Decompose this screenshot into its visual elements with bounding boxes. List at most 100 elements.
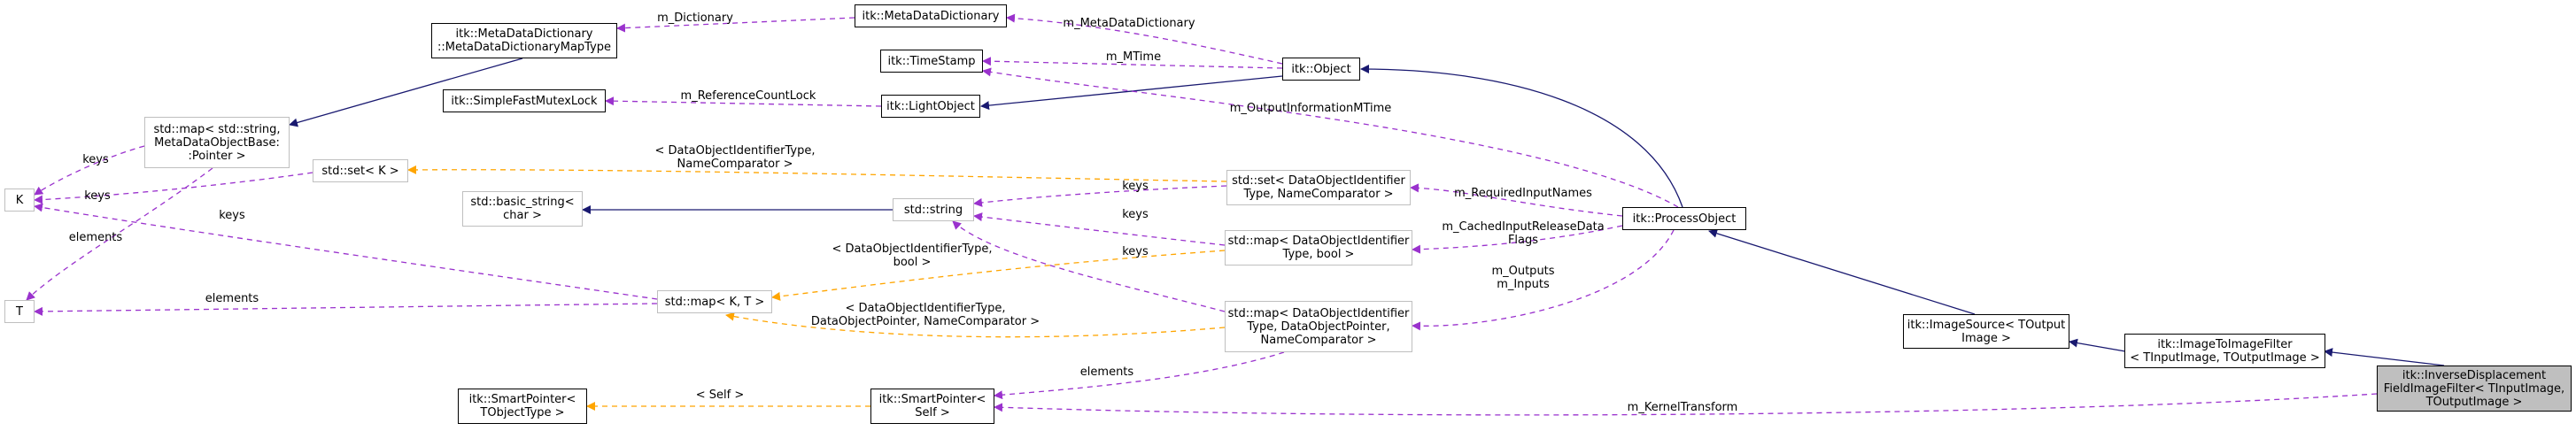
node-std-set-k[interactable]: std::set< K > bbox=[313, 159, 408, 182]
node-label-line: std::basic_string< bbox=[470, 196, 575, 209]
node-process-object[interactable]: itk::ProcessObject bbox=[1622, 207, 1746, 230]
node-label-line: std::string bbox=[903, 203, 963, 217]
edge-inherit-imagetoimage-to-imagesource bbox=[2069, 338, 2126, 352]
node-label-line: itk::ImageSource< TOutput bbox=[1907, 318, 2066, 332]
node-label-line: itk::SimpleFastMutexLock bbox=[451, 94, 598, 108]
node-label-line: std::map< K, T > bbox=[664, 295, 765, 309]
node-label-line: Type, bool > bbox=[1282, 248, 1355, 261]
node-label-line: :Pointer > bbox=[188, 149, 246, 163]
node-label-line: ::MetaDataDictionaryMapType bbox=[437, 41, 612, 54]
edge-use-mapkt-keys-to-k bbox=[34, 203, 658, 300]
node-label-line: itk::SmartPointer< bbox=[878, 393, 986, 406]
edge-label: < Self > bbox=[696, 389, 745, 402]
edge-label: m_KernelTransform bbox=[1628, 401, 1738, 414]
edge-label: keys bbox=[219, 209, 245, 222]
node-label-line: Type, DataObjectPointer, bbox=[1247, 319, 1390, 334]
edge-label: keys bbox=[1122, 245, 1149, 258]
node-label-line: itk::ProcessObject bbox=[1632, 212, 1737, 226]
node-image-to-image-filter[interactable]: itk::ImageToImageFilter< TInputImage, TO… bbox=[2124, 334, 2325, 368]
edge-use-mapptr-keys-to-string bbox=[952, 220, 1226, 312]
edge-use-mapptr-elements-to-smartptr bbox=[994, 351, 1285, 400]
edge-inherit-object-to-lightobject bbox=[980, 75, 1283, 111]
node-label-line: itk::InverseDisplacement bbox=[2402, 368, 2547, 382]
edge-use-kerneltransform bbox=[994, 393, 2378, 416]
node-label-line: < TInputImage, TOutputImage > bbox=[2130, 350, 2320, 365]
edge-use-dictionary bbox=[616, 17, 855, 33]
edge-use-cachedinputreleasedata bbox=[1412, 225, 1623, 254]
node-t[interactable]: T bbox=[4, 300, 35, 323]
edge-label: < DataObjectIdentifierType, bbox=[846, 302, 1006, 315]
node-label-line: MetaDataObjectBase: bbox=[154, 135, 280, 150]
edge-label: Flags bbox=[1508, 234, 1538, 247]
node-metadata-dictionary-map-type[interactable]: itk::MetaDataDictionary::MetaDataDiction… bbox=[431, 23, 617, 58]
edge-use-mtime bbox=[982, 57, 1283, 69]
edge-use-mapkt-elements-to-t bbox=[34, 303, 658, 316]
edge-label: elements bbox=[69, 231, 123, 244]
node-object[interactable]: itk::Object bbox=[1282, 58, 1360, 81]
edge-label: m_Outputs bbox=[1491, 265, 1554, 278]
node-label-line: std::map< DataObjectIdentifier bbox=[1227, 306, 1410, 320]
edge-inherit-inverse-to-imagetoimage bbox=[2324, 348, 2445, 366]
edge-inherit-imagesource-to-processobject bbox=[1708, 228, 1976, 315]
edge-label: DataObjectPointer, NameComparator > bbox=[811, 315, 1040, 328]
node-label-line: itk::LightObject bbox=[886, 99, 975, 113]
node-label-line: Image > bbox=[1961, 331, 2011, 345]
node-label-line: itk::ImageToImageFilter bbox=[2157, 337, 2293, 351]
edge-label: NameComparator > bbox=[677, 158, 793, 171]
node-std-basic-string[interactable]: std::basic_string< char > bbox=[462, 191, 583, 227]
edge-label: m_MetaDataDictionary bbox=[1063, 17, 1195, 30]
edge-label: m_Inputs bbox=[1497, 278, 1550, 291]
edge-label: m_OutputInformationMTime bbox=[1230, 102, 1392, 115]
edge-label: m_MTime bbox=[1106, 50, 1161, 64]
edge-label: keys bbox=[1122, 208, 1149, 221]
node-label-line: itk::SmartPointer< bbox=[468, 393, 576, 406]
node-std-map-k-t[interactable]: std::map< K, T > bbox=[657, 290, 772, 313]
node-smart-pointer-self[interactable]: itk::SmartPointer< Self > bbox=[870, 389, 994, 424]
node-light-object[interactable]: itk::LightObject bbox=[881, 95, 980, 118]
edge-label: m_ReferenceCountLock bbox=[681, 89, 816, 103]
edge-inherit-processobject-to-object bbox=[1360, 65, 1683, 208]
edge-inherit-maptype-to-stdmap bbox=[289, 58, 523, 127]
edge-use-mapbool-keys-to-string bbox=[973, 212, 1226, 246]
edge-label: m_CachedInputReleaseData bbox=[1442, 220, 1604, 234]
node-label-line: T bbox=[16, 304, 23, 319]
node-smart-pointer-tobjecttype[interactable]: itk::SmartPointer< TObjectType > bbox=[458, 389, 587, 424]
node-std-map-string-metadata[interactable]: std::map< std::string, MetaDataObjectBas… bbox=[144, 117, 290, 168]
edge-use-set-keys-to-k bbox=[34, 172, 313, 204]
edge-label: bool > bbox=[893, 256, 932, 269]
node-time-stamp[interactable]: itk::TimeStamp bbox=[880, 50, 983, 73]
edge-label: < DataObjectIdentifierType, bbox=[655, 144, 816, 158]
node-label-line: TObjectType > bbox=[480, 406, 565, 419]
node-label-line: Self > bbox=[915, 406, 950, 419]
node-metadata-dictionary[interactable]: itk::MetaDataDictionary bbox=[855, 4, 1007, 27]
node-label-line: std::set< K > bbox=[321, 164, 399, 178]
edge-label: keys bbox=[82, 153, 109, 166]
edge-label: elements bbox=[205, 292, 259, 305]
node-label-line: itk::MetaDataDictionary bbox=[455, 27, 593, 41]
node-label-line: itk::MetaDataDictionary bbox=[862, 9, 1000, 23]
node-label-line: std::map< DataObjectIdentifier bbox=[1227, 235, 1410, 248]
edge-tpl-setdo-to-setk bbox=[407, 165, 1227, 182]
edge-label: elements bbox=[1080, 366, 1134, 379]
node-label-line: Type, NameComparator > bbox=[1243, 188, 1394, 201]
edge-use-outputinformationmtime bbox=[982, 67, 1679, 208]
edge-label: m_RequiredInputNames bbox=[1454, 187, 1592, 200]
node-label-line: FieldImageFilter< TInputImage, bbox=[2383, 381, 2565, 396]
edge-label: keys bbox=[1122, 180, 1149, 193]
node-k[interactable]: K bbox=[4, 189, 35, 212]
node-std-string[interactable]: std::string bbox=[893, 198, 974, 221]
node-simple-fast-mutex-lock[interactable]: itk::SimpleFastMutexLock bbox=[443, 89, 606, 112]
node-label-line: char > bbox=[503, 209, 542, 222]
node-label-line: std::map< std::string, bbox=[153, 122, 281, 136]
node-label-line: std::set< DataObjectIdentifier bbox=[1232, 174, 1405, 188]
edge-label: keys bbox=[84, 189, 111, 203]
edge-tpl-mapbool-to-mapkt bbox=[771, 250, 1226, 301]
edge-use-referencecountlock bbox=[605, 96, 882, 107]
edge-label: m_Dictionary bbox=[657, 12, 733, 25]
